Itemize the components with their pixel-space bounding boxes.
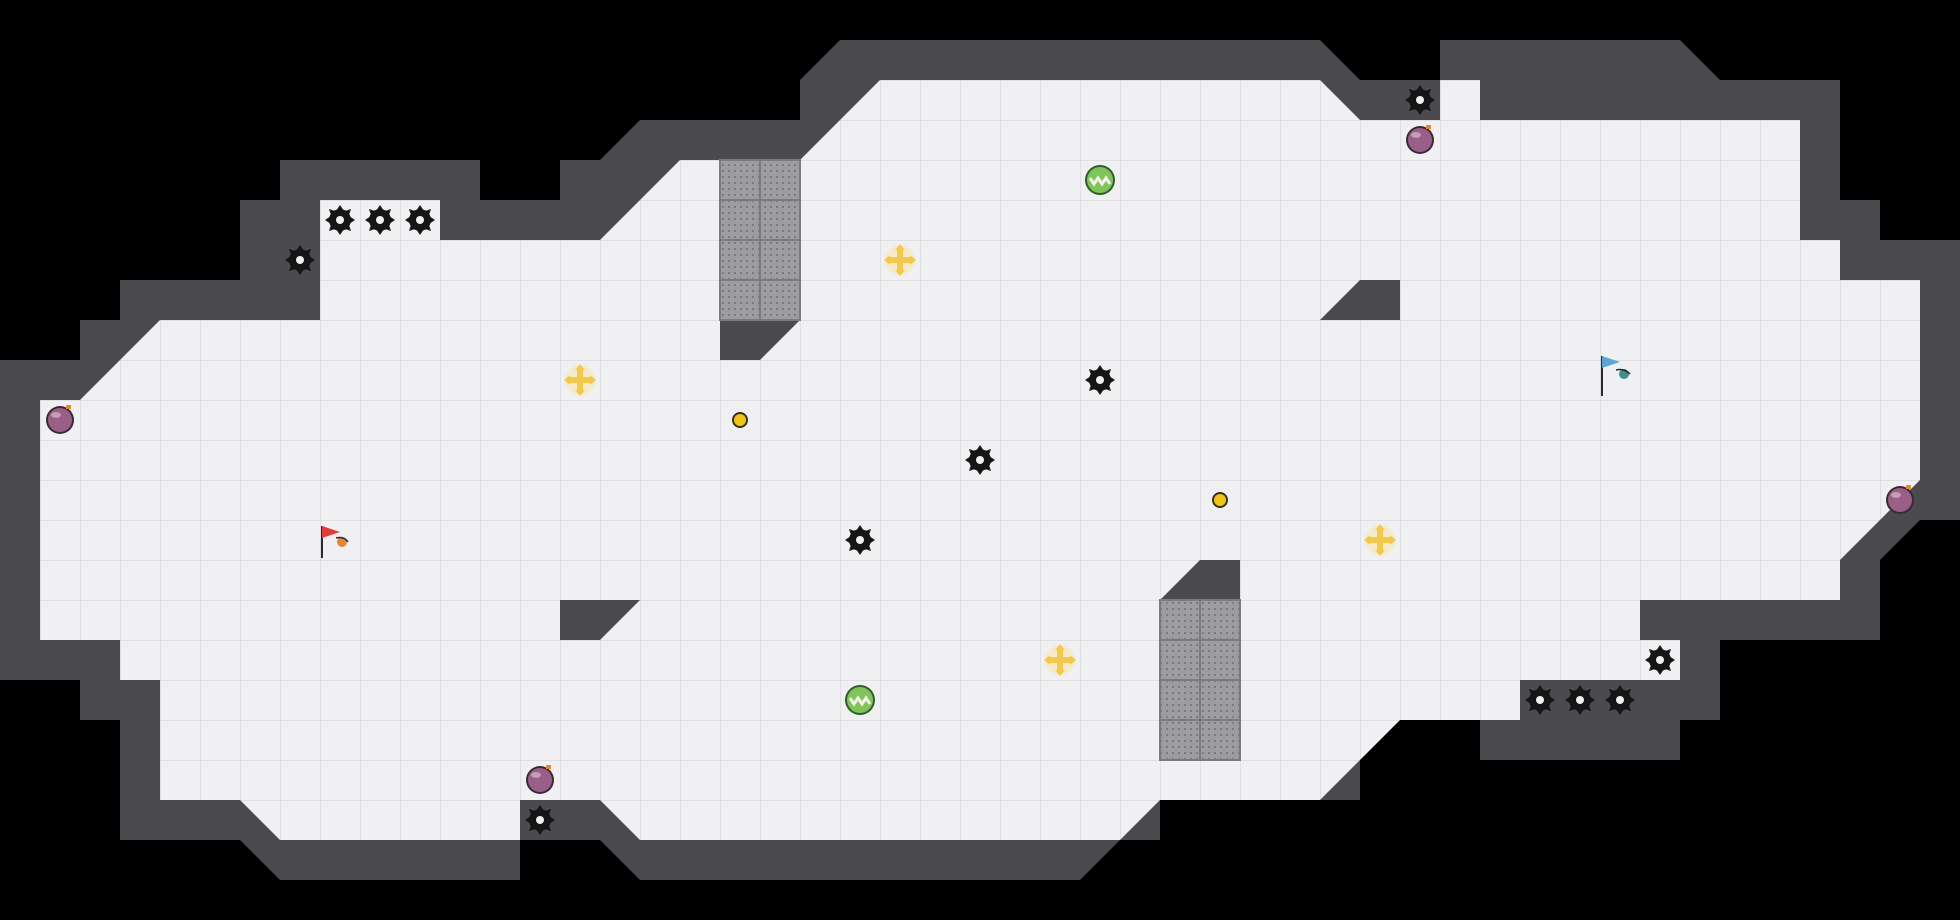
wall-block [1160,560,1240,600]
spike-mine[interactable] [285,245,315,275]
spike-mine[interactable] [1565,685,1595,715]
power-up-orb[interactable] [1083,163,1117,197]
wall-block [1320,280,1400,320]
spike-mine[interactable] [1525,685,1555,715]
coin[interactable] [732,412,748,428]
crate-stack [719,159,801,321]
spike-mine[interactable] [405,205,435,235]
coin[interactable] [1212,492,1228,508]
spike-mine[interactable] [1085,365,1115,395]
wall-block [720,320,800,360]
crate-stack [1159,599,1241,761]
blue-flag-icon[interactable] [1601,356,1631,396]
spike-mine[interactable] [325,205,355,235]
wall-block [560,600,640,640]
power-up-orb[interactable] [843,683,877,717]
spike-mine[interactable] [965,445,995,475]
spike-mine[interactable] [1605,685,1635,715]
spike-mine[interactable] [1405,85,1435,115]
red-flag-icon[interactable] [321,526,349,558]
spike-mine[interactable] [365,205,395,235]
spike-mine[interactable] [1645,645,1675,675]
spike-mine[interactable] [525,805,555,835]
spike-mine[interactable] [845,525,875,555]
